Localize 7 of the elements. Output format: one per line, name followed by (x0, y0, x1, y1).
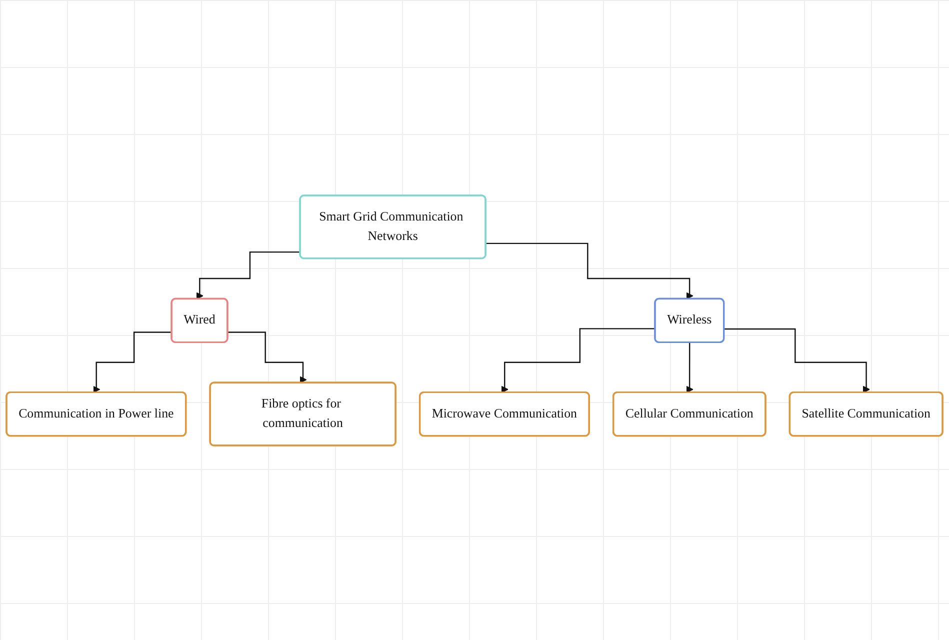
arrow (486, 242, 694, 299)
arrow (196, 251, 300, 299)
arrow (228, 331, 307, 383)
arrow (724, 328, 870, 392)
arrow (501, 328, 656, 392)
arrow (686, 342, 694, 392)
arrow (92, 331, 172, 392)
